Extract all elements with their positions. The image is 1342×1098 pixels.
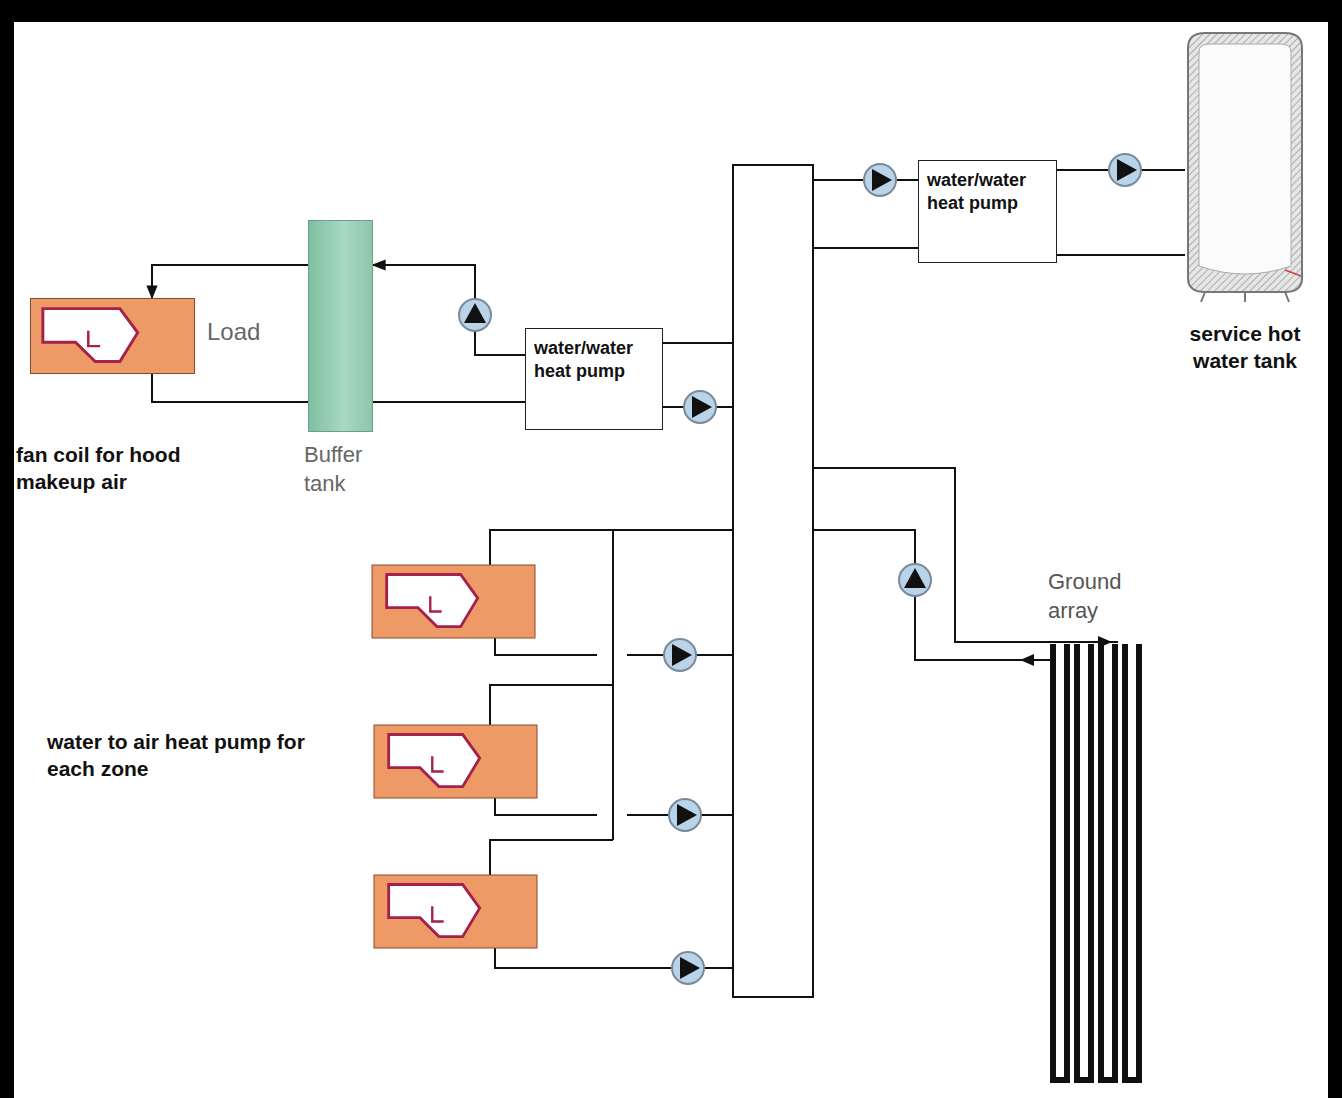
zone-heat-pump-unit — [389, 884, 480, 936]
load-label: Load — [207, 316, 277, 347]
borehole-loop — [1101, 644, 1115, 1080]
tank-drawing — [1285, 270, 1301, 276]
circulator-pump — [669, 799, 701, 831]
circulator-pump — [664, 639, 696, 671]
unit-icon — [31, 299, 194, 373]
pipe-connector — [152, 374, 308, 402]
tank-drawing — [1199, 44, 1291, 274]
box-label: water/water heat pump — [526, 329, 662, 390]
node-caption: Buffer tank — [304, 441, 384, 498]
borehole-loop — [1053, 644, 1067, 1080]
fan-coil-unit: fan coil for hood makeup air — [30, 298, 195, 374]
pipe-connector — [152, 265, 308, 298]
zone-heat-pump-unit — [374, 725, 537, 798]
borehole-loop — [1125, 644, 1139, 1080]
ground-array: Ground array — [1045, 640, 1145, 1088]
buffer-tank: Buffer tank — [308, 220, 373, 432]
pipe-line — [490, 530, 733, 565]
node-caption: service hot water tank — [1171, 320, 1319, 375]
pipe-connector — [373, 401, 525, 403]
circulator-pump — [899, 564, 931, 596]
header-manifold — [733, 165, 813, 997]
pipe-line — [490, 840, 613, 875]
zone-heat-pump-unit — [372, 565, 535, 638]
zone-heat-pump-unit — [372, 565, 537, 948]
circulator-pump — [864, 164, 896, 196]
zone-note: water to air heat pump for each zone — [47, 728, 315, 783]
header-manifold — [733, 165, 813, 997]
zone-heat-pump-unit — [389, 734, 480, 786]
circulator-pump — [684, 391, 716, 423]
node-caption: Ground array — [1048, 568, 1158, 625]
borehole-loop — [1077, 644, 1091, 1080]
pipe-line — [490, 180, 1118, 968]
tank-drawing — [1201, 292, 1289, 302]
node-caption: fan coil for hood makeup air — [16, 441, 238, 496]
circulator-pump — [1109, 154, 1141, 186]
heat-pump-box: water/water heat pump — [525, 328, 663, 430]
borehole-array — [1045, 640, 1145, 1088]
pipe-connector — [373, 265, 525, 355]
zone-heat-pump-unit — [374, 875, 537, 948]
circulator-pump — [672, 952, 704, 984]
flow-arrow — [1020, 654, 1034, 666]
heat-pump-box: water/water heat pump — [918, 160, 1057, 263]
hot-water-tank: service hot water tank — [1185, 30, 1305, 305]
pipe-line — [490, 685, 613, 725]
pipe-line — [495, 797, 597, 815]
circulator-pump — [459, 299, 491, 331]
pipe-line — [663, 342, 733, 344]
unit-icon — [43, 309, 138, 362]
pipe-line — [813, 247, 918, 249]
pipe-line — [813, 530, 1050, 660]
pipe-connector — [1057, 254, 1185, 256]
box-label: water/water heat pump — [919, 161, 1056, 222]
zone-heat-pump-unit — [387, 574, 478, 626]
pipe-line — [495, 638, 597, 655]
tank-drawing — [1188, 33, 1302, 292]
tank-drawing — [1185, 30, 1305, 305]
